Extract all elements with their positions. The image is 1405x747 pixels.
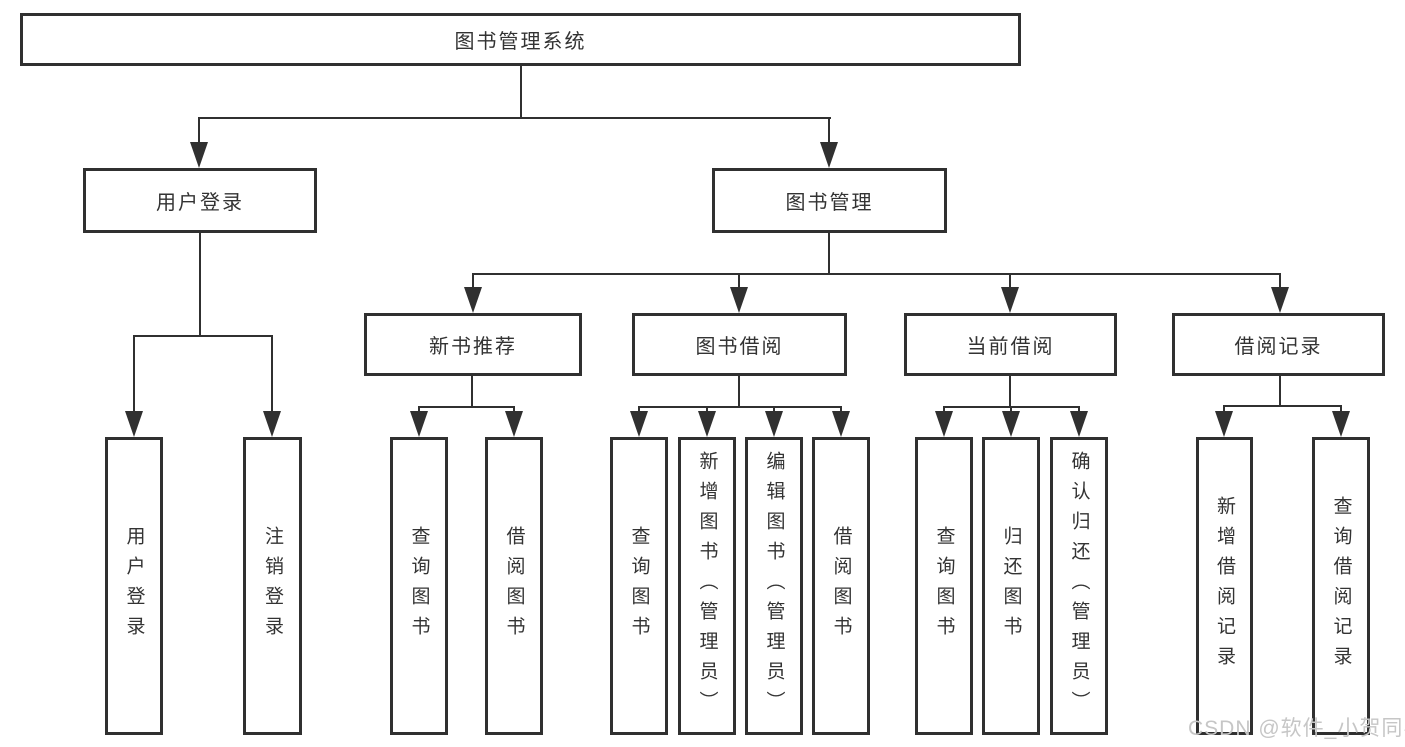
leaf-query-books-recommendation: 查询图书 — [390, 437, 448, 735]
leaf-query-borrow-record: 查询借阅记录 — [1312, 437, 1370, 735]
leaf-label: 查询图书 — [408, 526, 430, 646]
leaf-borrow-books-recommendation: 借阅图书 — [485, 437, 543, 735]
arrow-down-icon — [1002, 411, 1020, 437]
node-book-management: 图书管理 — [712, 168, 947, 233]
leaf-query-books-current: 查询图书 — [915, 437, 973, 735]
connector-line — [1009, 273, 1011, 289]
arrow-down-icon — [1215, 411, 1233, 437]
arrow-down-icon — [1271, 287, 1289, 313]
arrow-down-icon — [765, 411, 783, 437]
connector-line — [738, 376, 740, 408]
connector-line — [738, 273, 740, 289]
connector-line — [471, 376, 473, 408]
arrow-down-icon — [820, 142, 838, 168]
connector-line — [706, 406, 708, 413]
arrow-down-icon — [190, 142, 208, 168]
node-label: 图书管理 — [785, 192, 874, 214]
connector-line — [1009, 376, 1011, 408]
arrow-down-icon — [263, 411, 281, 437]
connector-line — [638, 406, 640, 413]
leaf-user-login: 用户登录 — [105, 437, 163, 735]
connector-line — [199, 233, 201, 337]
leaf-label: 借阅图书 — [503, 526, 525, 646]
leaf-label: 查询借阅记录 — [1330, 496, 1352, 676]
leaf-label: 确认归还（管理员） — [1068, 451, 1090, 721]
connector-line — [1223, 405, 1225, 413]
node-book-borrowing: 图书借阅 — [632, 313, 847, 376]
arrow-down-icon — [410, 411, 428, 437]
leaf-add-borrow-record: 新增借阅记录 — [1196, 437, 1253, 735]
leaf-query-books-borrowing: 查询图书 — [610, 437, 668, 735]
connector-line — [271, 335, 273, 413]
node-label: 借阅记录 — [1234, 336, 1323, 358]
node-new-book-recommendation: 新书推荐 — [364, 313, 582, 376]
leaf-logout: 注销登录 — [243, 437, 302, 735]
arrow-down-icon — [464, 287, 482, 313]
connector-line — [198, 117, 831, 119]
connector-line — [472, 273, 1281, 275]
arrow-down-icon — [730, 287, 748, 313]
arrow-down-icon — [630, 411, 648, 437]
connector-line — [840, 406, 842, 413]
leaf-add-book-admin: 新增图书（管理员） — [678, 437, 736, 735]
connector-line — [133, 335, 273, 337]
leaf-label: 编辑图书（管理员） — [763, 451, 785, 721]
arrow-down-icon — [505, 411, 523, 437]
leaf-label: 新增借阅记录 — [1214, 496, 1235, 676]
connector-line — [1340, 405, 1342, 413]
node-current-borrowing: 当前借阅 — [904, 313, 1117, 376]
connector-line — [828, 233, 830, 275]
arrow-down-icon — [1070, 411, 1088, 437]
arrow-down-icon — [1332, 411, 1350, 437]
leaf-confirm-return-admin: 确认归还（管理员） — [1050, 437, 1108, 735]
connector-line — [418, 406, 420, 413]
connector-line — [828, 117, 830, 144]
connector-line — [638, 406, 842, 408]
connector-line — [133, 335, 135, 413]
arrow-down-icon — [1001, 287, 1019, 313]
node-label: 新书推荐 — [429, 336, 517, 358]
connector-line — [773, 406, 775, 413]
connector-line — [943, 406, 945, 413]
node-label: 当前借阅 — [966, 336, 1055, 358]
connector-line — [520, 66, 522, 118]
node-user-login: 用户登录 — [83, 168, 317, 233]
arrow-down-icon — [698, 411, 716, 437]
leaf-label: 新增图书（管理员） — [696, 451, 718, 721]
leaf-label: 用户登录 — [123, 526, 145, 646]
connector-line — [1010, 406, 1012, 413]
node-label: 图书借阅 — [695, 336, 784, 358]
node-library-management-system: 图书管理系统 — [20, 13, 1021, 66]
connector-line — [1223, 405, 1342, 407]
arrow-down-icon — [832, 411, 850, 437]
connector-line — [513, 406, 515, 413]
leaf-label: 借阅图书 — [830, 526, 852, 646]
leaf-return-books: 归还图书 — [982, 437, 1040, 735]
arrow-down-icon — [125, 411, 143, 437]
connector-line — [198, 117, 200, 144]
node-label: 图书管理系统 — [454, 31, 587, 53]
leaf-edit-book-admin: 编辑图书（管理员） — [745, 437, 803, 735]
watermark: CSDN @软件_小贺同学 — [1188, 717, 1405, 740]
leaf-label: 归还图书 — [1000, 526, 1022, 646]
connector-line — [418, 406, 515, 408]
node-borrowing-records: 借阅记录 — [1172, 313, 1385, 376]
leaf-borrow-books: 借阅图书 — [812, 437, 870, 735]
leaf-label: 查询图书 — [628, 526, 650, 646]
leaf-label: 注销登录 — [262, 526, 283, 646]
arrow-down-icon — [935, 411, 953, 437]
connector-line — [1279, 273, 1281, 289]
node-label: 用户登录 — [156, 192, 244, 214]
connector-line — [1078, 406, 1080, 413]
leaf-label: 查询图书 — [933, 526, 955, 646]
connector-line — [472, 273, 474, 289]
connector-line — [1279, 376, 1281, 407]
